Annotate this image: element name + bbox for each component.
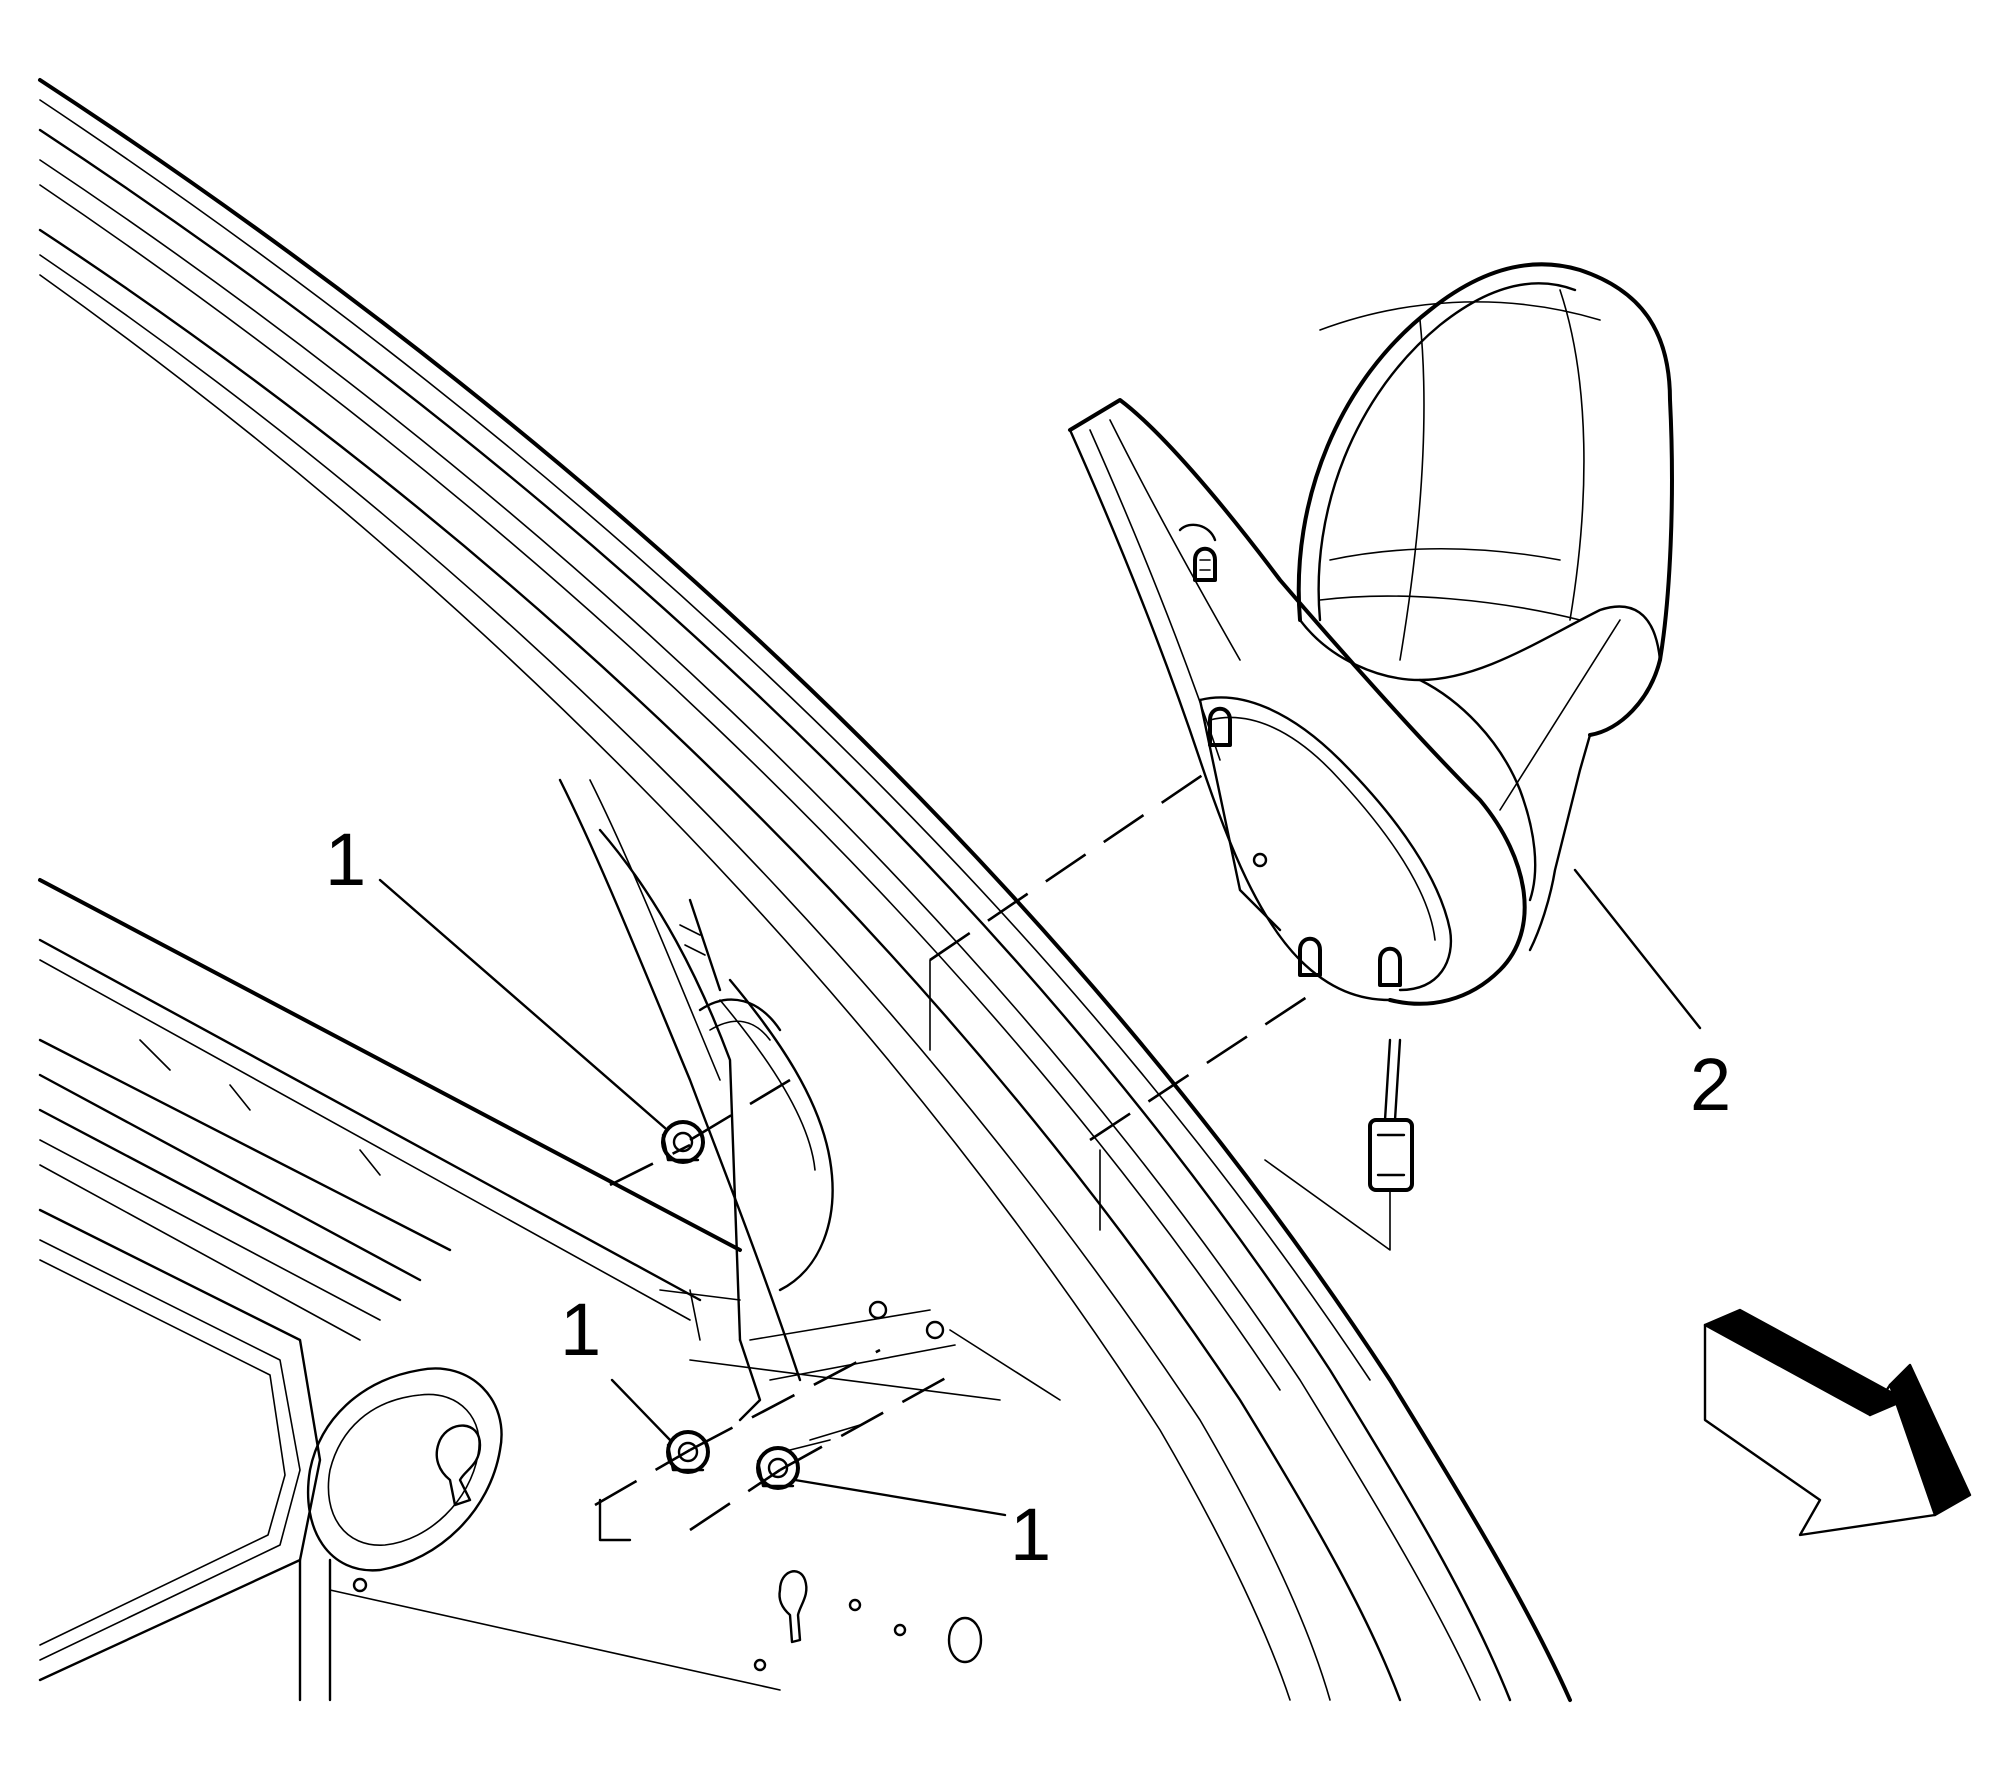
mounting-studs	[749, 1300, 1061, 1451]
door-frame	[38, 78, 1572, 1702]
front-direction-arrow-icon	[1703, 1308, 1972, 1537]
nut-lower-left	[666, 1430, 710, 1474]
outside-mirror-assembly	[1068, 262, 1674, 1006]
callout-1-lower-left: 1	[560, 1288, 601, 1371]
nut-upper	[661, 1120, 705, 1164]
callout-1-lower-right: 1	[1010, 1493, 1051, 1576]
sail-panel	[558, 778, 1001, 1422]
mirror-wiring-connector	[1264, 1038, 1414, 1251]
callout-2-mirror: 2	[1690, 1043, 1731, 1126]
callout-leaders	[378, 868, 1702, 1517]
nut-lower-right	[756, 1446, 800, 1490]
alignment-lines	[594, 768, 1311, 1542]
callout-1-upper: 1	[325, 818, 366, 901]
